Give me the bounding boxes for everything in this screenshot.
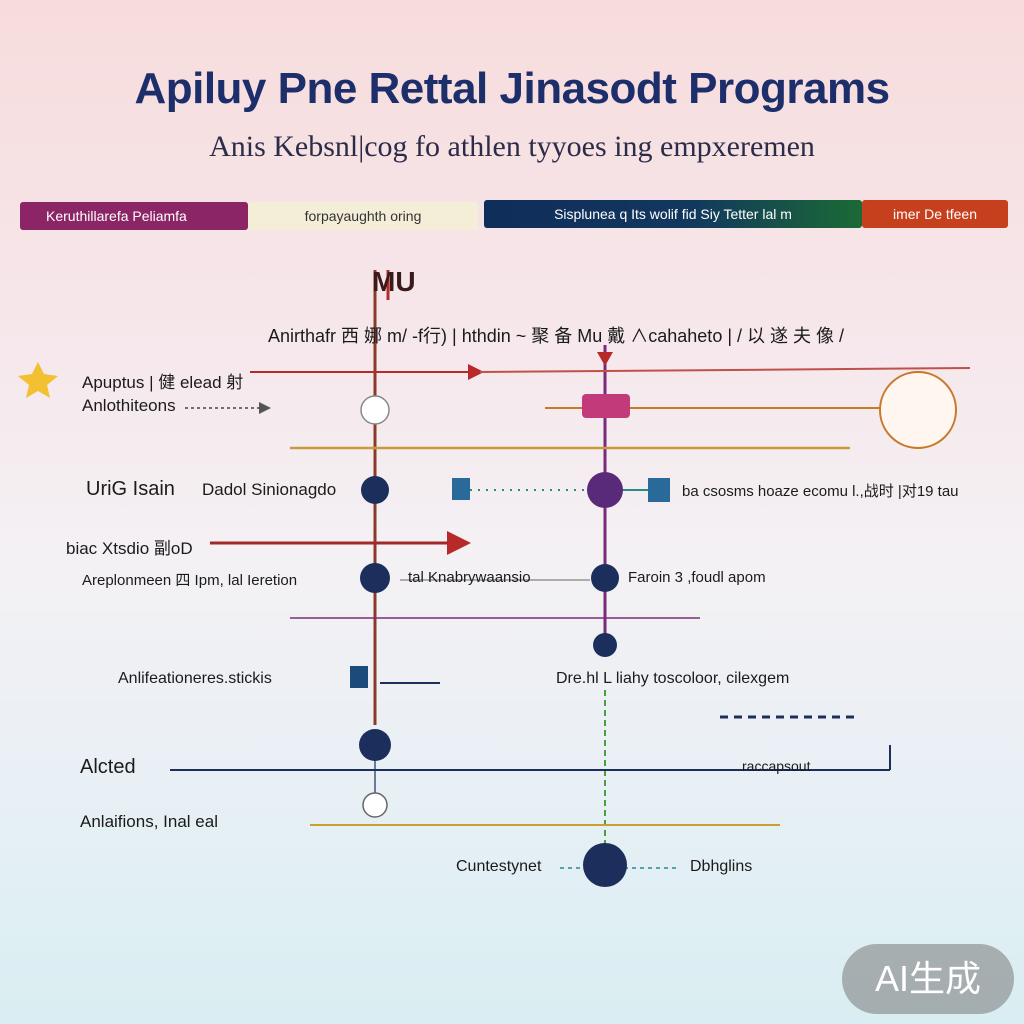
label-l14: Anlaifions, Inal eal (80, 812, 218, 831)
node-small-box (350, 666, 368, 688)
node-left-1 (360, 395, 390, 425)
node-center-3 (593, 633, 617, 657)
page-subtitle: Anis Kebsnl|cog fo athlen tyyoes ing emp… (209, 130, 815, 163)
node-left-4 (359, 729, 391, 761)
label-l13: raccapsout (742, 758, 811, 774)
label-l2: Anlothiteons (82, 396, 176, 415)
label-l1: Apuptus | 健 elead 射 (82, 373, 244, 392)
label-l15: Cuntestynet (456, 858, 542, 875)
node-marker-center (597, 352, 613, 366)
label-l11: Dre.hl L liahy toscoloor, cilexgem (556, 670, 790, 687)
node-teal-box-left (452, 478, 470, 500)
banner-3: Sisplunea q Its wolif fid Siy Tetter lal… (484, 200, 862, 228)
node-left-2 (361, 476, 389, 504)
node-left-5 (362, 792, 388, 818)
label-l16: Dbhglins (690, 858, 753, 875)
header-row-text: Anirthafr 西 娜 m/ -f行) | hthdin ~ 聚 备 Mu … (268, 326, 845, 346)
node-center-box (582, 394, 630, 418)
node-center-4 (583, 843, 627, 887)
header-top-label: MU (372, 266, 416, 297)
page-title: Apiluy Pne Rettal Jinasodt Programs (134, 64, 890, 113)
label-l7: Areplonmeen 四 Ipm, lal Ieretion (82, 572, 298, 589)
ai-generated-badge: AI生成 (842, 944, 1014, 1014)
node-right-badge (879, 371, 957, 449)
label-l8: tal Knabrywaansio (408, 569, 531, 586)
banner-2: forpayaughth oring (248, 202, 478, 230)
label-l3: UriG Isain (86, 478, 175, 500)
banner-4: imer De tfeen (862, 200, 1008, 228)
node-star-left (18, 362, 58, 398)
label-l6: biac Xtsdio 副oD (66, 539, 193, 558)
label-l4: Dadol Sinionagdo (202, 480, 337, 499)
label-l10: Anlifeationeres.stickis (118, 670, 272, 687)
row-1-line-right (479, 367, 971, 373)
node-center-1 (587, 472, 623, 508)
node-center-2 (591, 564, 619, 592)
node-teal-box-right (648, 478, 670, 502)
label-l9: Faroin 3 ,foudl apom (628, 569, 766, 586)
label-l5: ba csosms hoaze ecomu l.,战时 |对19 tau (682, 483, 959, 500)
banner-1: Keruthillarefa Peliamfa (20, 202, 248, 230)
label-l12: Alcted (80, 756, 136, 778)
node-left-3 (360, 563, 390, 593)
